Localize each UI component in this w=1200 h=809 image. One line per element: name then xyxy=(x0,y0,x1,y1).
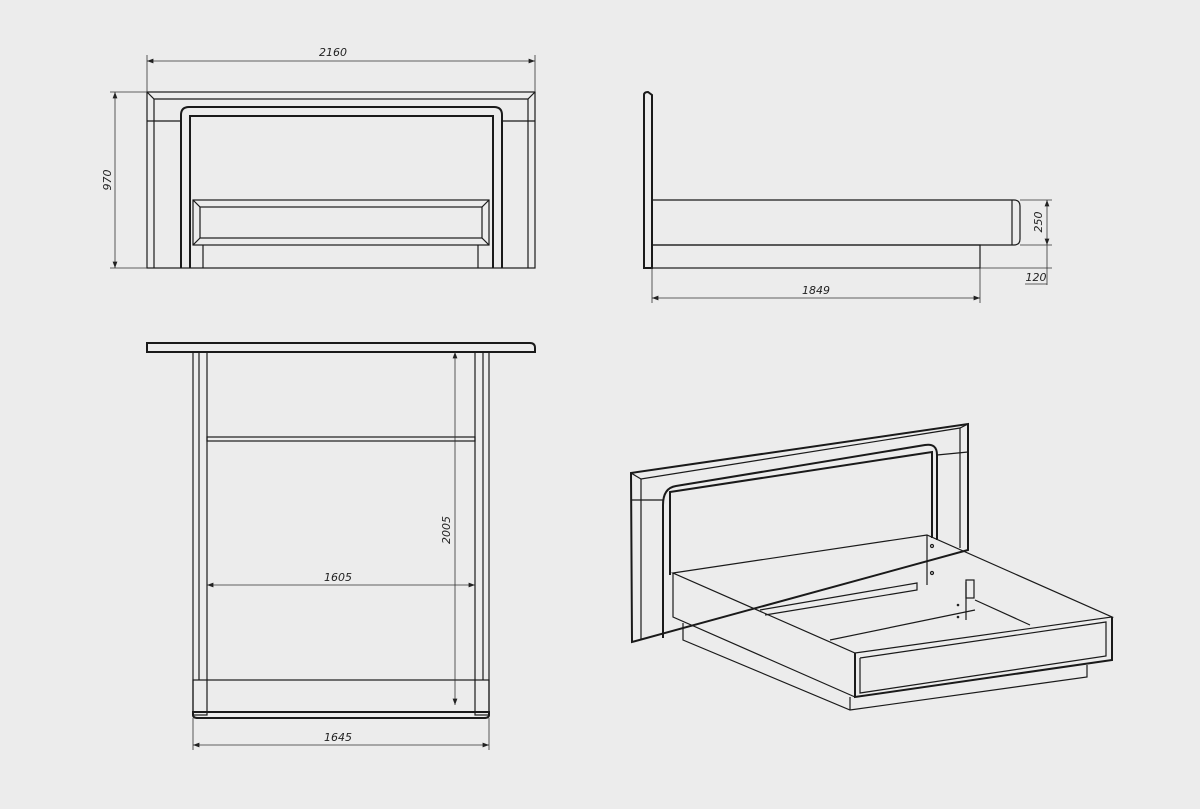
isometric-view xyxy=(629,422,1115,711)
front-view: 2160 970 xyxy=(101,46,536,269)
front-height-dimension: 970 xyxy=(101,170,114,191)
inner-width-dimension: 1605 xyxy=(324,571,352,584)
side-length-dimension: 1849 xyxy=(802,284,830,297)
outer-width-dimension: 1645 xyxy=(324,731,352,744)
inner-length-dimension: 2005 xyxy=(440,516,453,544)
base-height-dimension: 120 xyxy=(1026,271,1047,284)
side-view: 250 120 1849 xyxy=(643,90,1052,303)
top-view: 1605 2005 1645 xyxy=(146,342,536,750)
rail-height-dimension: 250 xyxy=(1032,212,1045,233)
front-width-dimension: 2160 xyxy=(319,46,347,59)
